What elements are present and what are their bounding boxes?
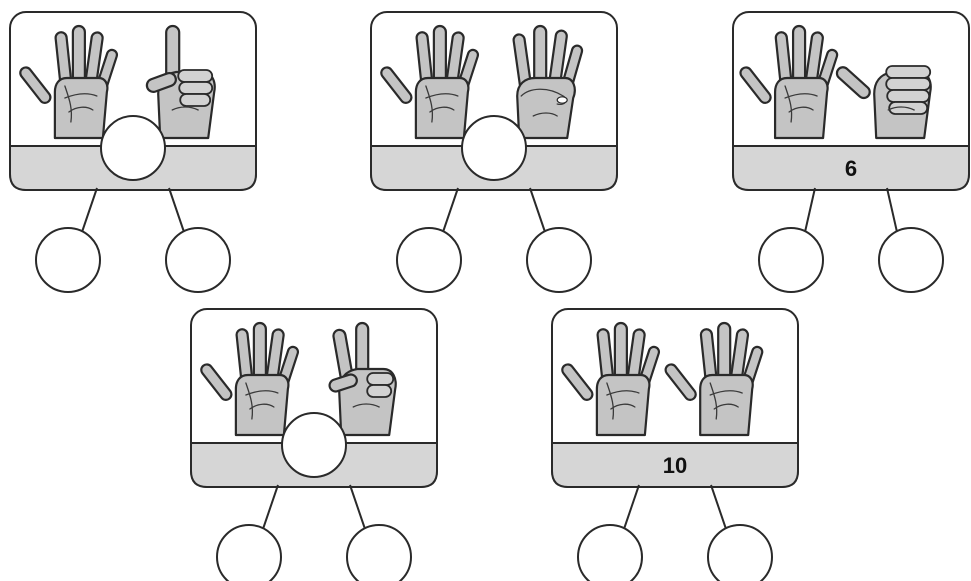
palm-shape: [234, 373, 290, 437]
total-band: [551, 442, 799, 488]
palm-line: [245, 390, 279, 396]
palm-line: [171, 106, 199, 111]
part-answer-circle[interactable]: [577, 524, 643, 581]
palm-line: [425, 93, 459, 99]
right-hand-thumb: [835, 65, 932, 140]
palm-line: [64, 85, 73, 123]
palm-line: [245, 382, 254, 420]
thumb-shape: [739, 66, 772, 104]
thumb-shape: [664, 363, 697, 401]
palm-line: [425, 85, 434, 123]
part-answer-circle[interactable]: [526, 227, 592, 293]
palm-line: [606, 390, 640, 396]
part-answer-circle[interactable]: [707, 524, 773, 581]
curled-finger-shape: [885, 77, 932, 91]
total-value: 6: [845, 156, 857, 181]
thumb-shape: [328, 373, 358, 393]
palm-shape: [699, 373, 754, 437]
part-answer-circle[interactable]: [758, 227, 824, 293]
palm-line: [887, 106, 915, 111]
part-answer-circle[interactable]: [216, 524, 282, 581]
thumb-shape: [561, 363, 594, 401]
card-1: [9, 11, 257, 293]
part-answer-circle[interactable]: [396, 227, 462, 293]
card-2: [370, 11, 618, 293]
curled-finger-shape: [178, 81, 214, 95]
right-hand-ok: [512, 24, 584, 140]
left-hand-open: [200, 321, 300, 437]
total-answer-circle[interactable]: [461, 115, 527, 181]
thumb-shape: [200, 363, 233, 401]
total-band: [732, 145, 970, 191]
palm-shape: [414, 76, 470, 140]
palm-line: [64, 93, 98, 99]
palm-shape: [53, 76, 109, 140]
curled-finger-shape: [179, 93, 212, 107]
curled-finger-shape: [177, 69, 214, 83]
total-answer-circle[interactable]: [281, 412, 347, 478]
card-5: 10: [551, 308, 799, 581]
card-3: 6: [732, 11, 970, 293]
thumb-shape: [145, 71, 177, 93]
thumb-shape: [19, 66, 52, 104]
palm-line: [709, 382, 718, 420]
curled-finger-shape: [885, 65, 932, 79]
left-hand-open: [561, 321, 661, 437]
left-hand-open: [739, 24, 839, 140]
curled-finger-shape: [366, 384, 393, 398]
total-answer-circle[interactable]: [100, 115, 166, 181]
bond-connector: [623, 484, 640, 530]
palm-line: [606, 382, 615, 420]
bond-connector: [529, 187, 546, 233]
left-hand-open: [380, 24, 480, 140]
bond-connector: [262, 484, 279, 530]
card-4: [190, 308, 438, 581]
palm-shape: [773, 76, 829, 140]
bond-connector: [886, 187, 898, 233]
part-answer-circle[interactable]: [35, 227, 101, 293]
right-hand-open: [664, 321, 764, 437]
bond-connector: [710, 484, 727, 530]
part-answer-circle[interactable]: [165, 227, 231, 293]
part-answer-circle[interactable]: [878, 227, 944, 293]
bond-connector: [168, 187, 185, 233]
right-hand-two: [328, 321, 397, 437]
thumb-shape: [380, 66, 413, 104]
thumbnail-shape: [556, 96, 568, 104]
bond-connector: [349, 484, 366, 530]
palm-shape: [516, 76, 576, 140]
palm-line: [784, 93, 818, 99]
bond-connector: [81, 187, 98, 233]
bond-connector: [804, 187, 816, 233]
palm-line: [532, 112, 558, 117]
palm-line: [352, 403, 380, 408]
curled-finger-shape: [886, 89, 931, 103]
thumb-shape: [835, 66, 871, 100]
bond-connector: [442, 187, 459, 233]
palm-line: [709, 390, 743, 396]
palm-line: [784, 85, 793, 123]
curled-finger-shape: [366, 372, 395, 386]
total-value: 10: [663, 453, 687, 478]
palm-shape: [595, 373, 651, 437]
right-hand-index: [145, 24, 216, 140]
left-hand-open: [19, 24, 119, 140]
part-answer-circle[interactable]: [346, 524, 412, 581]
folded-thumb-line: [520, 88, 567, 106]
